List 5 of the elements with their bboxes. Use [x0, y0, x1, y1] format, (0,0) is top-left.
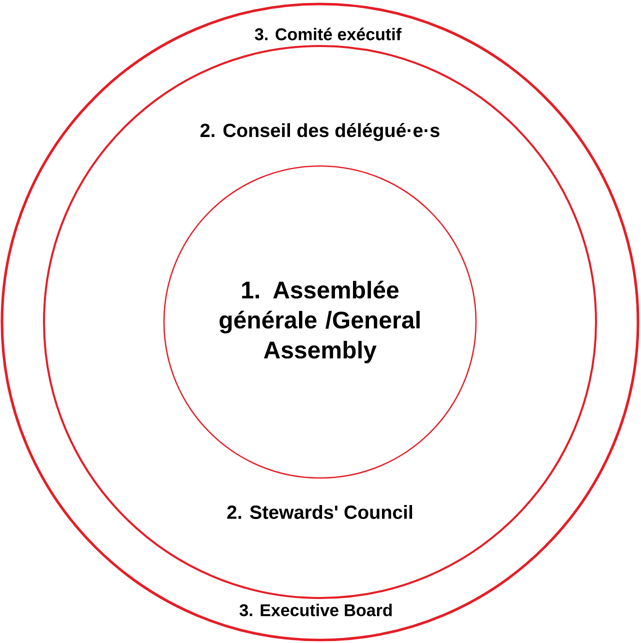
- ring-label: 1. Assemblée générale /General Assembly: [220, 280, 420, 364]
- ring-label: 2. Conseil des délégué·e·s: [200, 123, 440, 141]
- ring-label: 2. Stewards' Council: [227, 505, 412, 519]
- ring-label: 3. Comité exécutif: [254, 28, 402, 40]
- ring-label: 3. Executive Board: [240, 604, 392, 616]
